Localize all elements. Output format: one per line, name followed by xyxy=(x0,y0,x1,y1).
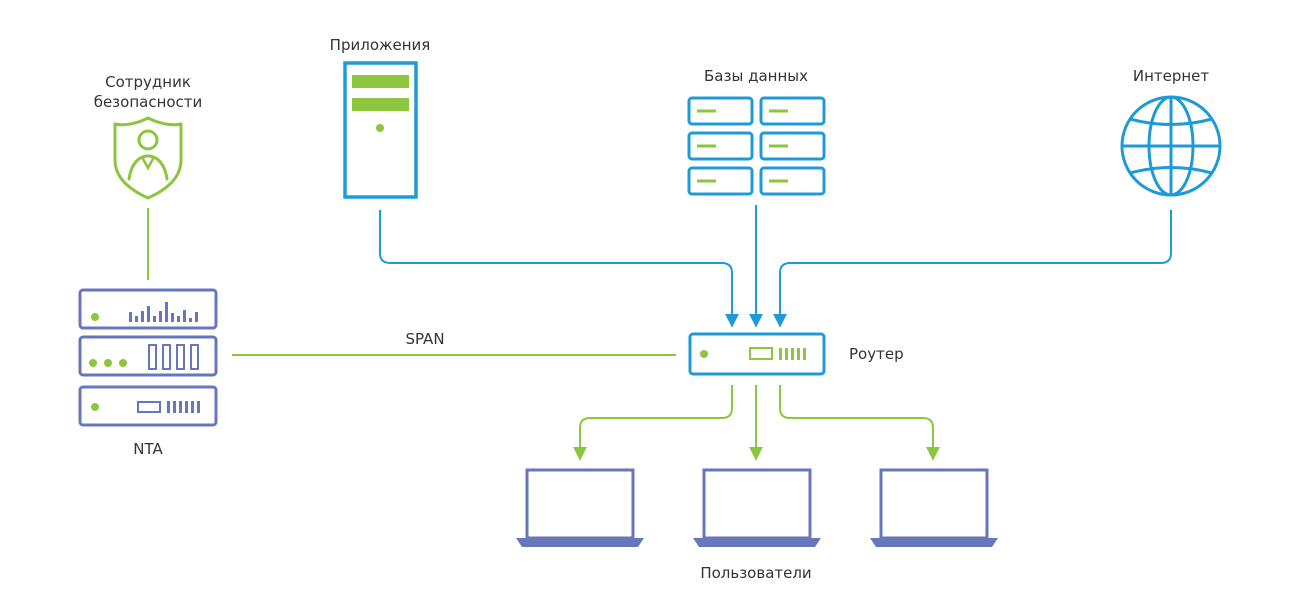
security-officer-label-line1: Сотрудник xyxy=(105,73,191,91)
router-icon xyxy=(688,332,826,376)
router-label: Роутер xyxy=(849,345,904,363)
laptop-icon xyxy=(693,468,821,547)
security-officer-icon xyxy=(113,116,183,200)
security-officer-label: Сотрудник безопасности xyxy=(94,72,203,112)
laptop-icon xyxy=(870,468,998,547)
apps-to-router-line xyxy=(379,210,739,328)
databases-label: Базы данных xyxy=(704,67,808,85)
laptop-icon xyxy=(516,468,644,547)
internet-to-router-line xyxy=(773,210,1172,328)
security-officer-label-line2: безопасности xyxy=(93,93,203,111)
applications-label: Приложения xyxy=(329,36,431,54)
globe-icon xyxy=(1120,95,1222,197)
span-label: SPAN xyxy=(405,330,445,348)
application-server-icon xyxy=(343,61,418,199)
internet-label: Интернет xyxy=(1132,67,1210,85)
router-to-user1-line xyxy=(573,385,733,461)
nta-icon xyxy=(78,288,218,427)
database-icon xyxy=(687,96,826,196)
nta-label: NTA xyxy=(133,440,163,458)
users-label: Пользователи xyxy=(700,564,812,582)
router-to-user3-line xyxy=(779,385,940,461)
